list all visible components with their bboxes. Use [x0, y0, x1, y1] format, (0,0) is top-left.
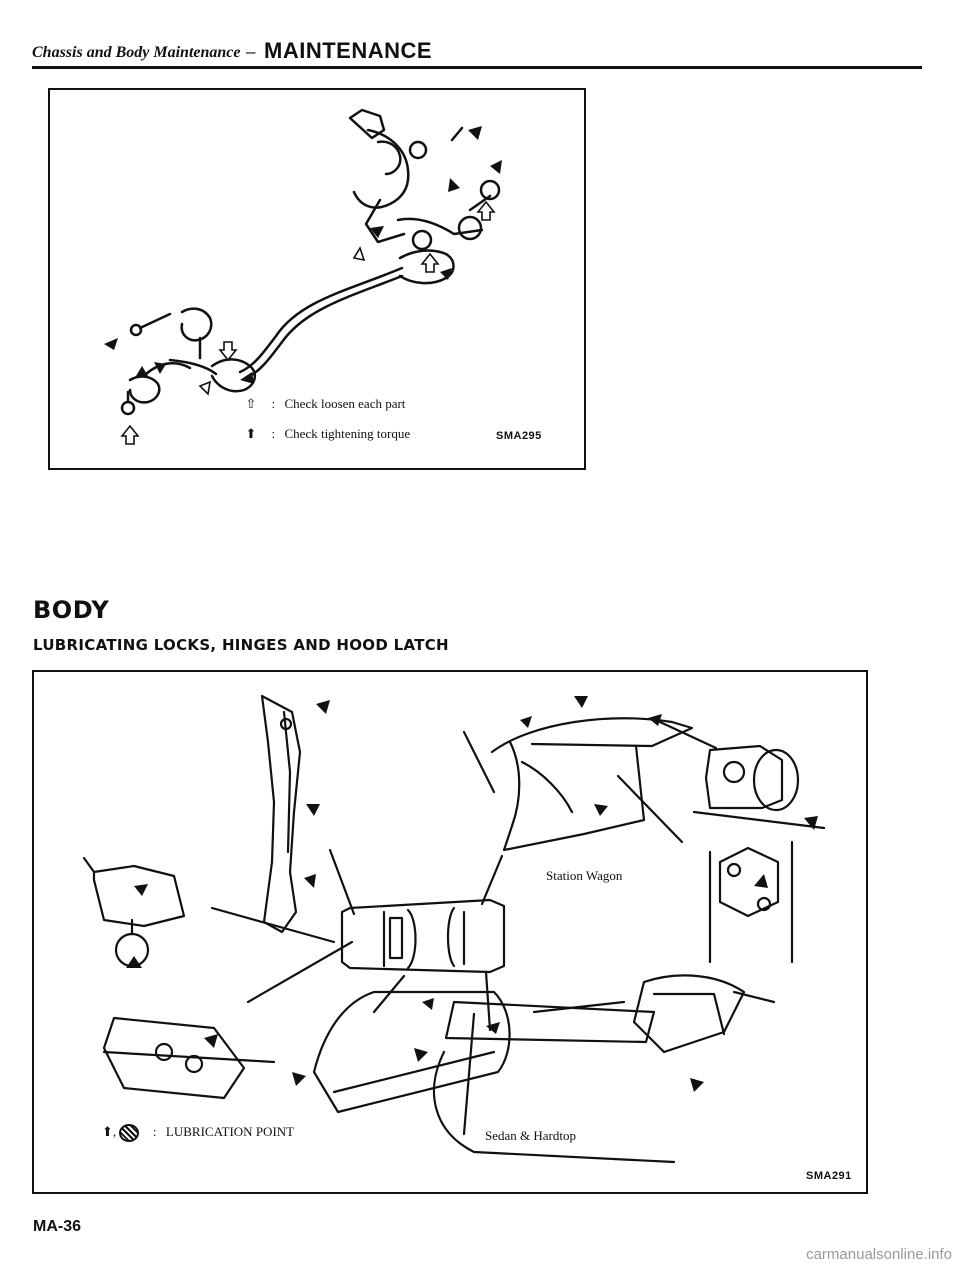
- header-dash: –: [246, 42, 256, 61]
- sedan-hardtop-label: Sedan & Hardtop: [485, 1128, 576, 1143]
- steering-linkage-illustration: [104, 108, 502, 445]
- legend-text-loosen: Check loosen each part: [284, 396, 406, 411]
- figure-code: SMA295: [496, 430, 542, 442]
- outline-arrow-icon: ⇧: [245, 396, 257, 411]
- page-number: MA-36: [33, 1218, 82, 1235]
- chapter-title: MAINTENANCE: [264, 38, 433, 63]
- grease-dot-icon: [119, 1124, 140, 1143]
- section-heading: BODY: [33, 596, 110, 624]
- legend-row-torque: ⬆ : Check tightening torque: [240, 426, 411, 442]
- steering-linkage-figure: ⇧ : Check loosen each part ⬆ : Check tig…: [48, 88, 586, 470]
- figure-code: SMA291: [806, 1170, 852, 1182]
- lubrication-point-icon: ⬆,: [102, 1124, 117, 1139]
- lubrication-legend: ⬆, : LUBRICATION POINT: [102, 1124, 295, 1143]
- legend-text-torque: Check tightening torque: [284, 426, 411, 441]
- lubrication-points-illustration: [82, 694, 826, 1164]
- subsection-heading: LUBRICATING LOCKS, HINGES AND HOOD LATCH: [33, 636, 449, 654]
- station-wagon-label: Station Wagon: [546, 868, 623, 883]
- watermark: carmanualsonline.info: [806, 1246, 952, 1263]
- page-header: Chassis and Body Maintenance – MAINTENAN…: [32, 36, 922, 69]
- solid-arrow-icon: ⬆: [245, 426, 257, 441]
- legend-row-loosen: ⇧ : Check loosen each part: [240, 396, 406, 412]
- lubrication-legend-text: LUBRICATION POINT: [165, 1124, 295, 1139]
- section-title: Chassis and Body Maintenance: [32, 44, 241, 61]
- lubrication-points-figure: Station Wagon Sedan & Hardtop ⬆, : LUBRI…: [32, 670, 868, 1194]
